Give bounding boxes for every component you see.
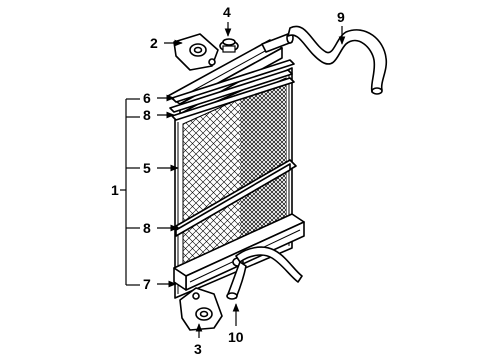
callout-8-lower: 8 [143,220,151,236]
callout-4: 4 [223,4,231,20]
callout-9: 9 [337,9,345,25]
callout-5: 5 [143,160,151,176]
callout-3: 3 [194,341,202,357]
leader-lines [120,22,346,338]
upper-hose [287,25,388,95]
lower-seal-strip [175,159,297,237]
upper-seal-strips [169,59,295,121]
callout-1: 1 [111,182,119,198]
callout-2: 2 [150,35,158,51]
callout-8-upper: 8 [143,107,151,123]
lower-hose [226,246,303,300]
upper-bracket [173,33,219,71]
callout-7: 7 [143,276,151,292]
callout-6: 6 [143,90,151,106]
radiator-cap [219,38,239,53]
lower-bracket [179,287,223,331]
callout-10: 10 [228,329,244,345]
